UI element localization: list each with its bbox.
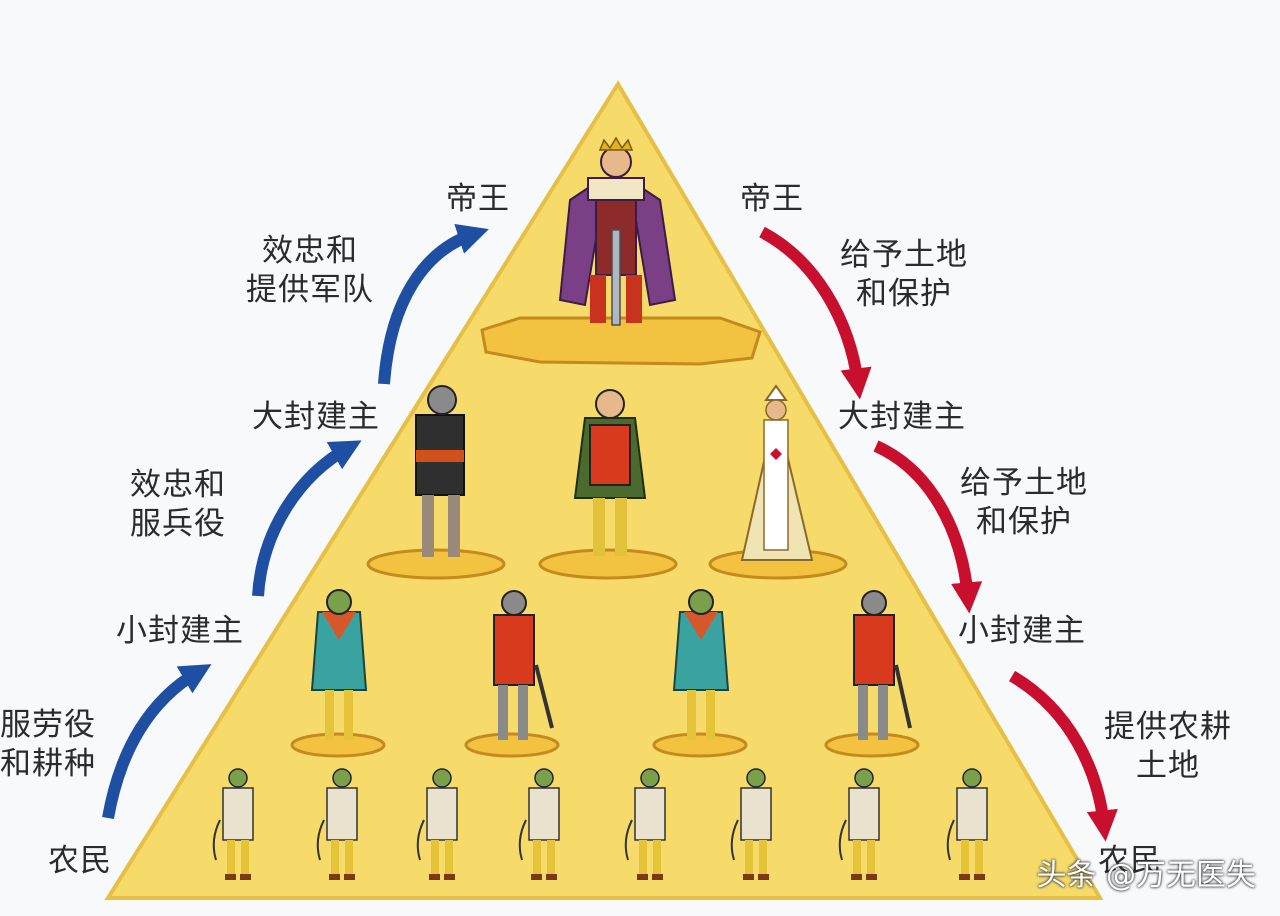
small-lord-tier bbox=[290, 589, 920, 758]
left-duty-middle: 效忠和 服兵役 bbox=[130, 466, 226, 544]
down-arrow-king-to-great-lord bbox=[759, 226, 872, 400]
right-label-small-lord: 小封建主 bbox=[958, 613, 1086, 649]
great-lord-pedestal bbox=[366, 548, 506, 580]
right-grant-bottom-line1: 提供农耕 bbox=[1104, 709, 1232, 745]
king-figure bbox=[558, 136, 677, 326]
right-label-great-lord: 大封建主 bbox=[838, 399, 966, 435]
great-lord-pedestal-2 bbox=[538, 548, 678, 580]
small-lord-figure-2 bbox=[493, 590, 554, 740]
peasant-figure bbox=[624, 768, 666, 880]
peasant-figure bbox=[518, 768, 560, 880]
small-lord-pedestal-4 bbox=[824, 732, 920, 758]
right-grant-middle: 给予土地 和保护 bbox=[960, 464, 1088, 542]
king-tier bbox=[480, 136, 762, 366]
great-lord-tier bbox=[366, 384, 848, 580]
right-grant-bottom-line2: 土地 bbox=[1136, 747, 1200, 784]
small-lord-figure-3 bbox=[672, 589, 730, 740]
left-duty-top-line2: 提供军队 bbox=[246, 271, 374, 308]
small-lord-figure-4 bbox=[853, 590, 912, 740]
left-duty-bottom: 服劳役 和耕种 bbox=[0, 706, 96, 784]
peasant-figure bbox=[416, 768, 458, 880]
peasant-figure bbox=[730, 768, 772, 880]
bishop-figure bbox=[740, 384, 814, 561]
peasant-figure bbox=[316, 768, 358, 880]
peasant-figure bbox=[838, 768, 880, 880]
watermark: 头条 @万无医失 bbox=[1036, 858, 1256, 893]
right-grant-middle-line2: 和保护 bbox=[976, 503, 1072, 540]
left-label-great-lord: 大封建主 bbox=[252, 399, 380, 435]
right-label-king: 帝王 bbox=[740, 181, 804, 217]
right-grant-bottom: 提供农耕 土地 bbox=[1104, 708, 1232, 786]
noble-figure bbox=[573, 389, 647, 556]
left-label-king: 帝王 bbox=[446, 181, 510, 217]
right-grant-middle-line1: 给予土地 bbox=[960, 465, 1088, 501]
right-grant-top-line1: 给予土地 bbox=[840, 237, 968, 273]
left-label-peasant: 农民 bbox=[48, 843, 112, 879]
left-duty-top-line1: 效忠和 bbox=[262, 233, 358, 269]
up-arrow-small-lord-to-great-lord bbox=[252, 440, 362, 597]
down-arrow-great-lord-to-small-lord bbox=[873, 440, 983, 614]
right-grant-top: 给予土地 和保护 bbox=[840, 236, 968, 314]
up-arrow-peasant-to-small-lord bbox=[102, 664, 212, 820]
knight-figure bbox=[415, 385, 465, 557]
down-arrow-small-lord-to-peasant bbox=[1008, 670, 1118, 842]
left-label-small-lord: 小封建主 bbox=[116, 613, 244, 649]
left-duty-bottom-line1: 服劳役 bbox=[0, 707, 96, 743]
left-duty-top: 效忠和 提供军队 bbox=[246, 232, 374, 310]
peasant-figure bbox=[212, 768, 254, 880]
peasant-figure bbox=[946, 768, 988, 880]
small-lord-pedestal-1 bbox=[290, 732, 386, 758]
up-arrow-great-lord-to-king bbox=[378, 224, 489, 385]
left-duty-bottom-line2: 和耕种 bbox=[0, 745, 96, 782]
left-duty-middle-line2: 服兵役 bbox=[130, 505, 226, 542]
right-label-peasant: 农民 bbox=[1098, 843, 1162, 879]
left-duty-middle-line1: 效忠和 bbox=[130, 467, 226, 503]
king-pedestal bbox=[480, 316, 762, 366]
small-lord-pedestal-2 bbox=[464, 732, 560, 758]
peasant-tier bbox=[212, 768, 988, 880]
small-lord-pedestal-3 bbox=[652, 732, 748, 758]
right-grant-top-line2: 和保护 bbox=[856, 275, 952, 312]
small-lord-figure-1 bbox=[310, 589, 368, 740]
